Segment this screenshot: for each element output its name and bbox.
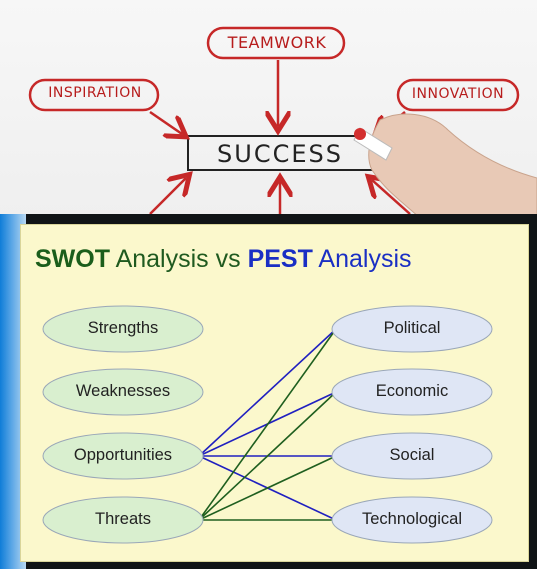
- inspiration-label: INSPIRATION: [48, 85, 142, 101]
- link-threats-economic: [198, 391, 337, 521]
- pest-label-political: Political: [383, 319, 441, 337]
- connection-lines: [198, 328, 337, 521]
- diagram-canvas: [42, 305, 493, 544]
- link-threats-social: [198, 455, 337, 521]
- swot-label-threats: Threats: [95, 510, 151, 528]
- inspiration-pill: [28, 78, 160, 112]
- swot-label-strengths: Strengths: [87, 319, 159, 337]
- teamwork-label: TEAMWORK: [227, 33, 327, 52]
- swot-node-opportunities: [42, 432, 204, 480]
- pest-node-technological: [331, 496, 493, 544]
- swot-nodes: [42, 305, 204, 544]
- pest-nodes: [331, 305, 493, 544]
- link-threats-political: [198, 328, 337, 521]
- diagram-title: SWOT Analysis vs PEST Analysis: [35, 245, 525, 274]
- innovation-label: INNOVATION: [411, 86, 505, 102]
- swot-label-weaknesses: Weaknesses: [75, 382, 171, 400]
- sketch-photo: TEAMWORK INSPIRATION INNOVATION SUCCESS: [0, 0, 537, 218]
- pest-label-social: Social: [389, 446, 435, 464]
- title-swot: SWOT: [35, 245, 110, 273]
- teamwork-pill: [206, 26, 346, 60]
- link-opportunities-political: [198, 328, 337, 457]
- innovation-pill: [396, 78, 520, 112]
- arrow-bottom-left: [149, 178, 186, 215]
- swot-node-weaknesses: [42, 368, 204, 416]
- sketch-drawing: [28, 26, 537, 218]
- pest-label-economic: Economic: [375, 382, 449, 400]
- swot-node-strengths: [42, 305, 204, 353]
- title-analysis-2: Analysis: [312, 245, 412, 273]
- pest-node-social: [331, 432, 493, 480]
- hand-with-marker: [353, 113, 537, 218]
- swot-label-opportunities: Opportunities: [73, 446, 173, 464]
- arrow-inspiration: [149, 110, 182, 134]
- pest-node-political: [331, 305, 493, 353]
- arrow-bottom-right: [372, 180, 411, 215]
- success-label: SUCCESS: [217, 140, 343, 168]
- title-pest: PEST: [247, 245, 313, 273]
- slide-frame: SWOT Analysis vs PEST Analysis Strengths…: [0, 214, 537, 569]
- swot-node-threats: [42, 496, 204, 544]
- pest-node-economic: [331, 368, 493, 416]
- swot-pest-slide: SWOT Analysis vs PEST Analysis Strengths…: [20, 224, 529, 562]
- pest-label-technological: Technological: [362, 510, 462, 528]
- title-analysis-1: Analysis vs: [110, 245, 248, 273]
